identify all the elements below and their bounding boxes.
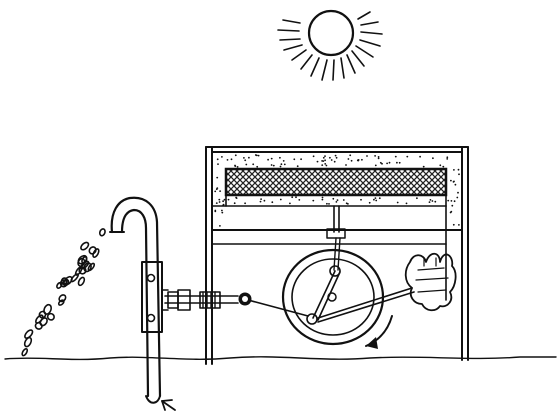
water-droplet [99, 228, 106, 236]
water-droplet [21, 348, 28, 356]
water-droplet [88, 246, 97, 255]
water-droplet [23, 337, 32, 348]
water-spray [21, 228, 106, 356]
water-droplet [77, 276, 85, 286]
water-droplet [56, 282, 63, 289]
absorber-panel [226, 169, 446, 195]
water-droplet [80, 241, 90, 251]
inlet-arrow [162, 400, 175, 410]
water-pump [110, 198, 238, 403]
bellows [406, 254, 456, 311]
sun-rays [278, 12, 382, 80]
ground-line [5, 357, 556, 360]
rotation-arrow [366, 316, 392, 349]
connecting-rod [239, 288, 415, 322]
sun-icon [278, 11, 382, 80]
